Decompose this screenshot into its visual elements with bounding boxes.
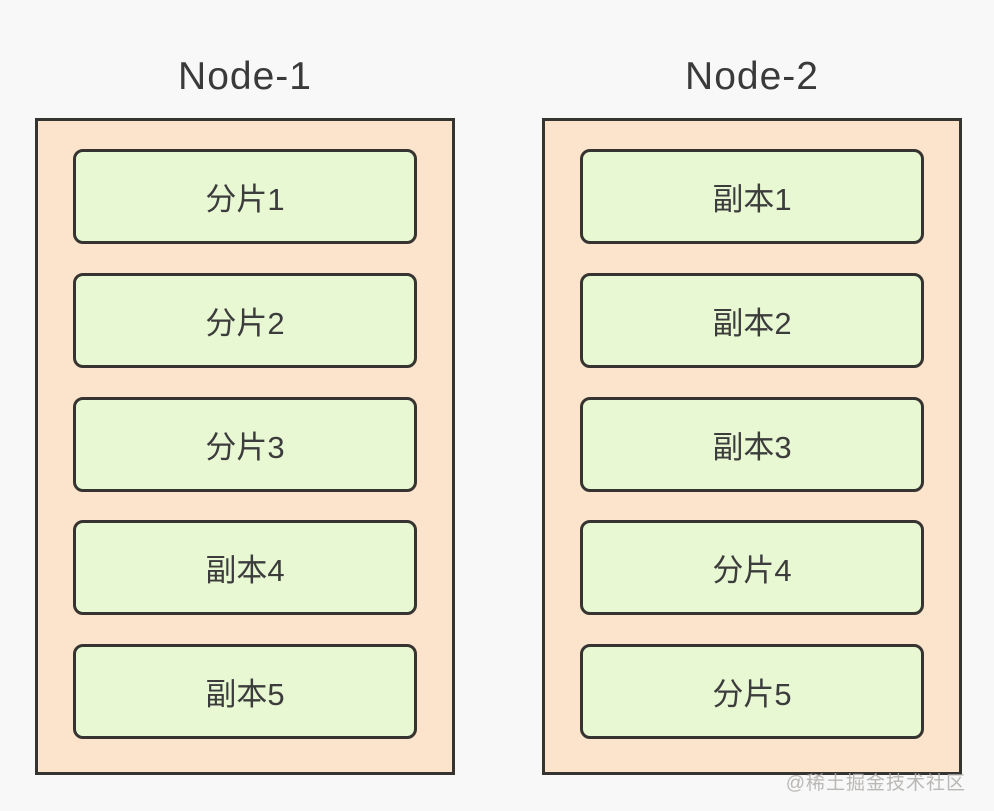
node-1-title: Node-1 [178,55,312,98]
shard-box: 分片4 [580,520,924,616]
replica-box: 副本5 [73,644,417,739]
shard-box: 分片2 [73,272,417,368]
replica-box: 副本2 [580,272,924,368]
node-2-title: Node-2 [685,55,819,98]
replica-box: 副本4 [73,520,417,616]
replica-box: 副本3 [580,396,924,492]
node-2-container: 副本1 副本2 副本3 分片4 分片5 [542,118,962,775]
shard-box: 分片1 [73,149,417,244]
shard-box: 分片5 [580,644,924,739]
node-2-column: Node-2 副本1 副本2 副本3 分片4 分片5 [542,36,962,775]
replica-box: 副本1 [580,149,924,244]
shard-box: 分片3 [73,396,417,492]
node-1-column: Node-1 分片1 分片2 分片3 副本4 副本5 [35,36,455,775]
node-1-container: 分片1 分片2 分片3 副本4 副本5 [35,118,455,775]
